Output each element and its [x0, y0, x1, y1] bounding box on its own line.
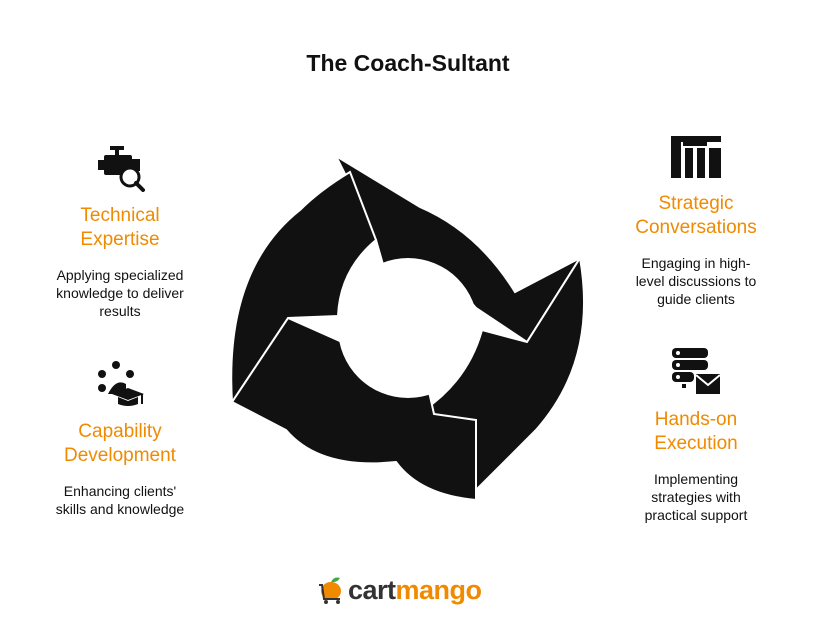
- hands-on-execution-heading: Hands-on Execution: [654, 409, 738, 454]
- mango-cart-icon: [319, 577, 341, 604]
- logo-wordmark: cartmango: [348, 574, 482, 605]
- capability-development-block: Capability Development Enhancing clients…: [40, 420, 200, 518]
- technical-expertise-description: Applying specialized knowledge to delive…: [56, 267, 184, 319]
- engine-search-icon: [96, 144, 146, 197]
- strategic-conversations-block: Strategic Conversations Engaging in high…: [606, 192, 786, 308]
- diagram-title: The Coach-Sultant: [306, 50, 510, 76]
- hands-on-execution-block: Hands-on Execution Implementing strategi…: [616, 408, 776, 524]
- hands-on-execution-description: Implementing strategies with practical s…: [644, 471, 748, 523]
- technical-expertise-heading: Technical Expertise: [80, 205, 160, 250]
- strategic-conversations-description: Engaging in high- level discussions to g…: [635, 255, 757, 307]
- cartmango-logo: cartmango: [318, 572, 482, 608]
- technical-expertise-block: Technical Expertise Applying specialized…: [40, 204, 200, 320]
- server-mail-icon: [672, 348, 722, 401]
- capability-development-heading: Capability Development: [64, 421, 176, 466]
- capability-development-description: Enhancing clients' skills and knowledge: [55, 483, 185, 517]
- strategic-conversations-heading: Strategic Conversations: [635, 193, 757, 238]
- pillars-icon: [671, 136, 721, 183]
- cycle-arrow-left: [230, 170, 378, 406]
- student-cap-icon: [96, 360, 146, 413]
